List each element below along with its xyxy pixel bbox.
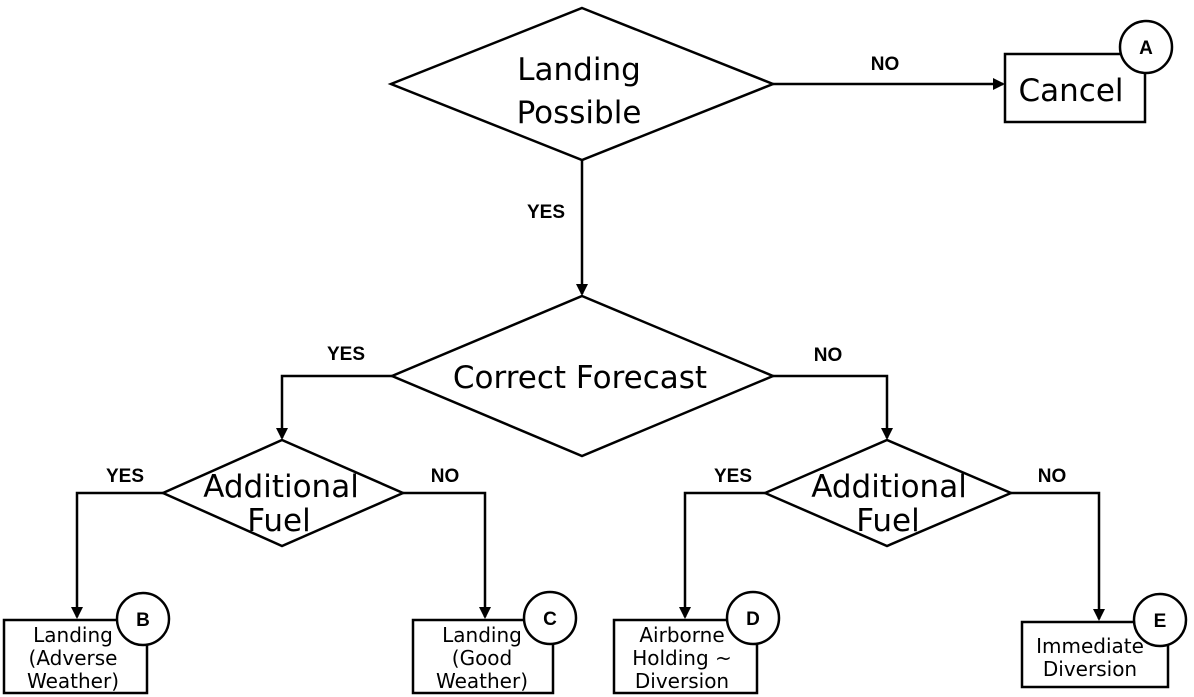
outcome-d-line3: Diversion: [635, 669, 729, 693]
decision-fuel-right-line1: Additional: [811, 469, 967, 505]
decision-fuel-left-line1: Additional: [203, 469, 359, 505]
edge-forecast-to-fuel-left: [276, 374, 392, 440]
decision-landing-possible-line1: Landing: [517, 52, 641, 88]
edge-label-fuel-right-no: NO: [1038, 466, 1067, 487]
outcome-a-badge: [1118, 19, 1174, 75]
edge-fuel-right-to-d: [679, 491, 765, 619]
outcome-d-line2: Holding ~: [632, 646, 732, 670]
connectors: [71, 78, 1105, 621]
outcome-landing-good: Landing (Good Weather) C: [411, 590, 578, 695]
edge-label-fuel-left-no: NO: [431, 466, 460, 487]
outcome-c-line1: Landing: [442, 623, 522, 647]
outcome-e-line2: Diversion: [1043, 657, 1137, 681]
decision-landing-possible: Landing Possible: [387, 6, 777, 162]
outcome-d-badge-letter: D: [746, 609, 760, 630]
outcome-e-badge: [1132, 592, 1188, 648]
outcome-cancel: Cancel A: [1003, 19, 1174, 124]
outcome-b-badge-letter: B: [136, 610, 150, 631]
decision-correct-forecast: Correct Forecast: [388, 294, 777, 458]
decision-landing-possible-line2: Possible: [517, 95, 642, 131]
edge-fuel-left-to-c: [403, 491, 491, 619]
outcome-d-badge: [725, 590, 781, 646]
edge-fuel-left-to-b: [71, 491, 163, 619]
outcome-cancel-label: Cancel: [1018, 73, 1123, 109]
edge-label-landing-no: NO: [871, 54, 900, 75]
outcome-d-line1: Airborne: [639, 623, 724, 647]
edge-label-fuel-right-yes: YES: [714, 466, 752, 487]
outcome-c-line2: (Good: [452, 646, 512, 670]
edge-forecast-to-fuel-right: [773, 374, 893, 440]
decision-fuel-left-line2: Fuel: [247, 503, 310, 539]
outcome-b-line1: Landing: [33, 623, 113, 647]
edge-label-forecast-no: NO: [814, 345, 843, 366]
outcome-a-badge-letter: A: [1139, 38, 1153, 59]
outcome-c-line3: Weather): [436, 669, 528, 693]
edge-label-fuel-left-yes: YES: [106, 466, 144, 487]
outcome-b-badge: [115, 591, 171, 647]
outcome-c-badge: [522, 590, 578, 646]
edge-label-landing-yes: YES: [527, 202, 565, 223]
outcome-e-line1: Immediate: [1036, 634, 1144, 658]
outcome-c-badge-letter: C: [543, 609, 557, 630]
edge-fuel-right-to-e: [1011, 491, 1105, 621]
outcome-immediate-diversion: Immediate Diversion E: [1020, 592, 1188, 689]
outcome-e-badge-letter: E: [1154, 611, 1167, 632]
outcome-b-line3: Weather): [27, 669, 119, 693]
outcome-airborne-holding: Airborne Holding ~ Diversion D: [612, 590, 781, 695]
edge-label-forecast-yes: YES: [327, 344, 365, 365]
decision-additional-fuel-right: Additional Fuel: [761, 438, 1015, 548]
decision-correct-forecast-label: Correct Forecast: [453, 360, 707, 396]
outcome-landing-adverse: Landing (Adverse Weather) B: [2, 591, 171, 695]
decision-additional-fuel-left: Additional Fuel: [159, 438, 407, 548]
decision-fuel-right-line2: Fuel: [856, 503, 919, 539]
outcome-b-line2: (Adverse: [29, 646, 118, 670]
